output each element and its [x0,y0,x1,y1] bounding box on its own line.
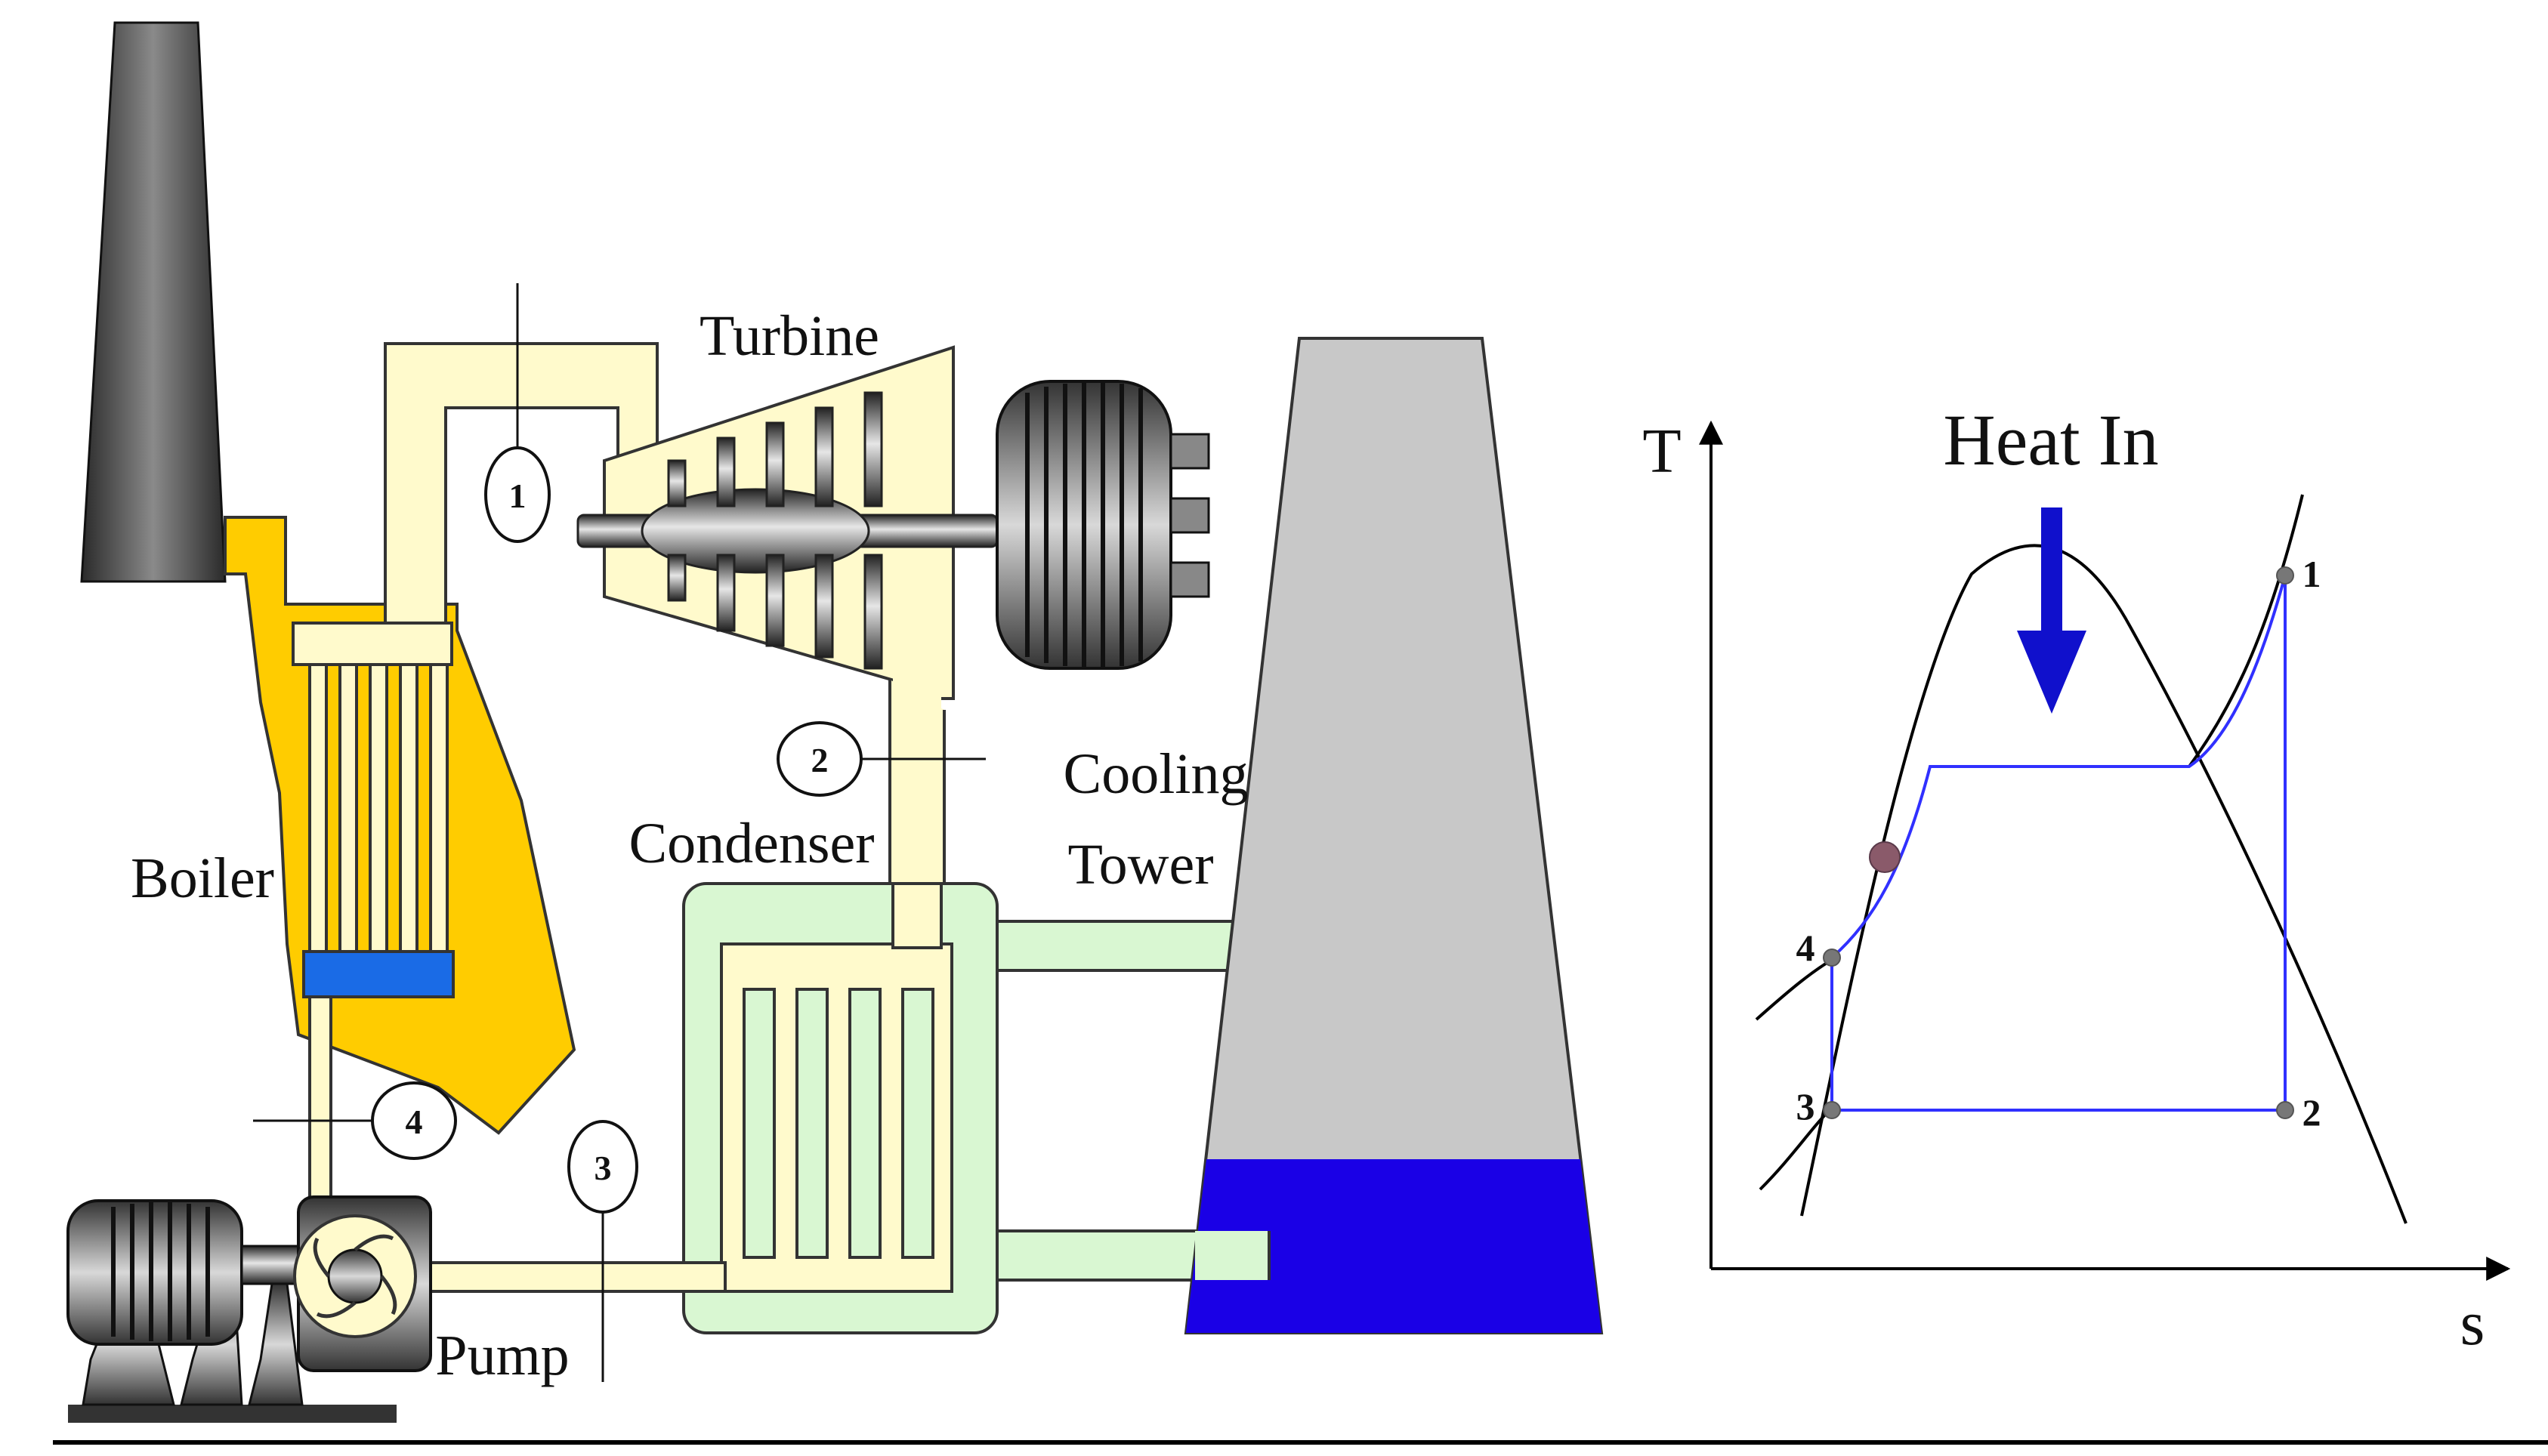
turbine-rotor [641,488,870,574]
heat-in-arrow-icon [2017,507,2086,714]
ts-point-4: 4 [1796,927,1815,969]
svg-text:4: 4 [406,1103,423,1141]
generator [996,380,1210,670]
state-point-4: 4 [371,1081,457,1160]
pump-label: Pump [435,1324,569,1387]
heat-in-label: Heat In [1943,399,2158,480]
ts-point-1: 1 [2302,553,2321,595]
pump [293,1195,432,1372]
boiler-header [292,622,453,666]
svg-text:3: 3 [595,1149,612,1187]
pump-motor [66,1199,397,1423]
cycle-path [1830,575,2287,1112]
ts-point-2: 2 [2302,1091,2321,1134]
ts-point-3: 3 [1796,1085,1815,1127]
svg-text:1: 1 [509,477,527,515]
turbine-label: Turbine [700,304,879,368]
state-point-1: 1 [484,446,551,543]
smoke-stack [80,21,227,583]
ts-diagram: T s Heat In 1 2 3 4 [1642,399,2511,1359]
cooling-tower-label-line1: Cooling [1064,742,1249,806]
pump-inlet-pipe [391,1261,727,1293]
turbine-blades [667,391,883,670]
ts-t-axis-label: T [1642,416,1681,486]
state-point-3: 3 [567,1120,638,1214]
condenser-tubes [743,988,934,1259]
state-point-2: 2 [777,721,863,797]
svg-text:2: 2 [811,741,829,779]
boiler-water-drum [302,950,455,998]
boiler-label: Boiler [131,847,274,910]
saturated-liquid-marker [1869,841,1901,873]
cooling-tower-label-line2: Tower [1067,833,1213,896]
ts-s-axis-label: s [2460,1288,2485,1359]
cooling-tower-water [1186,1159,1601,1333]
isobar-high [2188,494,2304,768]
condenser-label: Condenser [629,812,874,875]
